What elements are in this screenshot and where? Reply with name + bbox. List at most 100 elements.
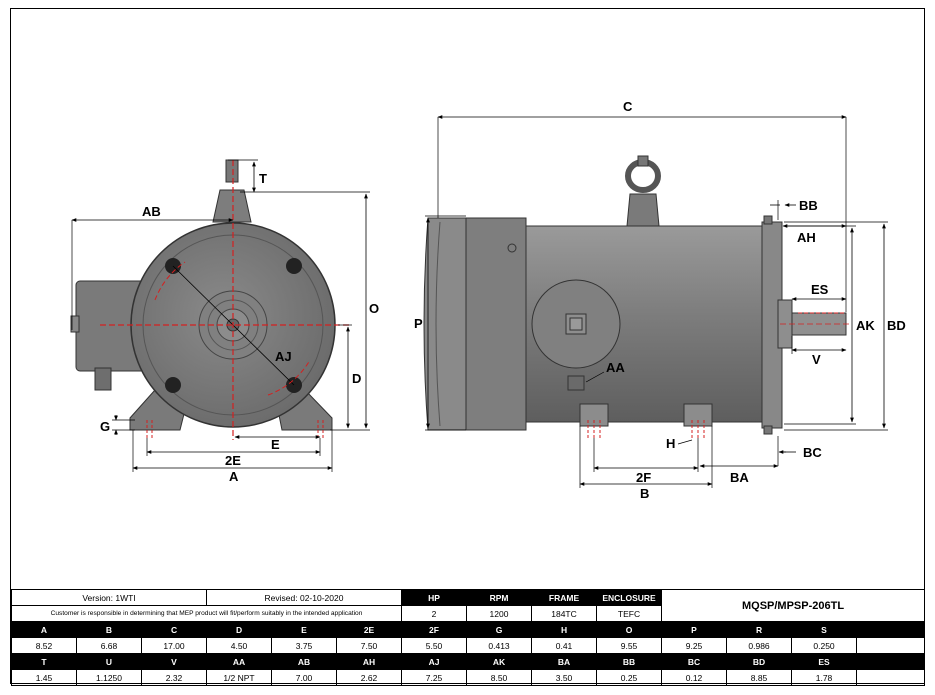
label-ES: ES	[811, 282, 829, 297]
dim-header: D	[206, 621, 273, 638]
label-AH: AH	[797, 230, 816, 245]
dim-header	[856, 621, 926, 638]
bolt-hole	[165, 377, 181, 393]
summary-value: 2	[401, 605, 468, 622]
dim-header: U	[76, 653, 142, 670]
dim-header: AH	[336, 653, 403, 670]
dim-value: 9.55	[596, 637, 663, 654]
label-2F: 2F	[636, 470, 651, 485]
model-number: MQSP/MPSP-206TL	[661, 589, 926, 622]
summary-header: HP	[401, 589, 468, 606]
dim-header: AK	[466, 653, 533, 670]
dim-header: AJ	[401, 653, 468, 670]
label-T: T	[259, 171, 267, 186]
dim-header: S	[791, 621, 858, 638]
dim-header: ES	[791, 653, 858, 670]
dim-header: BC	[661, 653, 728, 670]
dim-value: 7.50	[336, 637, 403, 654]
dim-header: T	[11, 653, 77, 670]
label-BA: BA	[730, 470, 749, 485]
motor-drawing: T AB O AJ D G E 2E A	[70, 99, 906, 501]
dim-value: 4.50	[206, 637, 273, 654]
dim-header: BA	[531, 653, 598, 670]
title-block: Version: 1WTI Revised: 02-10-2020 HP RPM…	[10, 589, 926, 686]
dims-value-row-1: 8.52 6.68 17.00 4.50 3.75 7.50 5.50 0.41…	[11, 637, 926, 654]
label-D: D	[352, 371, 361, 386]
dim-header: BB	[596, 653, 663, 670]
dim-value	[856, 669, 926, 686]
label-AJ: AJ	[275, 349, 292, 364]
dim-header: R	[726, 621, 793, 638]
label-B: B	[640, 486, 649, 501]
dim-value: 0.986	[726, 637, 793, 654]
dim-value: 9.25	[661, 637, 728, 654]
dim-header: P	[661, 621, 728, 638]
label-BC: BC	[803, 445, 822, 460]
dim-value: 6.68	[76, 637, 142, 654]
label-G: G	[100, 419, 110, 434]
dim-value: 0.12	[661, 669, 728, 686]
summary-value: 1200	[466, 605, 533, 622]
dim-header: O	[596, 621, 663, 638]
dim-value: 0.41	[531, 637, 598, 654]
dim-value: 0.413	[466, 637, 533, 654]
fan-cover	[423, 217, 467, 431]
dim-value: 3.75	[271, 637, 338, 654]
dim-header: AA	[206, 653, 273, 670]
dim-header: E	[271, 621, 338, 638]
conduit-fitting	[94, 367, 112, 391]
dims-header-row-1: A B C D E 2E 2F G H O P R S	[11, 621, 926, 638]
conduit-fitting-side	[567, 375, 585, 391]
version-cell: Version: 1WTI	[10, 589, 208, 606]
front-view: T AB O AJ D G E 2E A	[70, 159, 379, 484]
dim-value: 7.00	[271, 669, 338, 686]
dim-value: 8.52	[11, 637, 77, 654]
dim-header: AB	[271, 653, 338, 670]
dim-header: B	[76, 621, 142, 638]
dim-value: 0.250	[791, 637, 858, 654]
dims-header-row-2: T U V AA AB AH AJ AK BA BB BC BD ES	[11, 653, 926, 670]
bolt-hole	[286, 258, 302, 274]
dim-value: 1.45	[11, 669, 77, 686]
summary-value: 184TC	[531, 605, 598, 622]
dim-value: 3.50	[531, 669, 598, 686]
dim-value: 8.85	[726, 669, 793, 686]
label-O: O	[369, 301, 379, 316]
label-AK: AK	[856, 318, 875, 333]
dim-value: 5.50	[401, 637, 468, 654]
dim-value: 1/2 NPT	[206, 669, 273, 686]
label-P: P	[414, 316, 423, 331]
dim-header: G	[466, 621, 533, 638]
dim-header: BD	[726, 653, 793, 670]
dim-value	[856, 637, 926, 654]
label-2E: 2E	[225, 453, 241, 468]
label-H: H	[666, 436, 675, 451]
dim-header: H	[531, 621, 598, 638]
dim-header: A	[11, 621, 77, 638]
dim-value: 8.50	[466, 669, 533, 686]
dim-header: 2F	[401, 621, 468, 638]
dim-value: 2.62	[336, 669, 403, 686]
dim-value: 1.1250	[76, 669, 142, 686]
label-A: A	[229, 469, 239, 484]
summary-header: ENCLOSURE	[596, 589, 663, 606]
label-AB: AB	[142, 204, 161, 219]
dim-header: 2E	[336, 621, 403, 638]
dim-value: 7.25	[401, 669, 468, 686]
dim-value: 1.78	[791, 669, 858, 686]
label-BD: BD	[887, 318, 906, 333]
summary-header: RPM	[466, 589, 533, 606]
dim-value: 17.00	[140, 637, 208, 654]
revised-cell: Revised: 02-10-2020	[206, 589, 403, 606]
dim-header: V	[140, 653, 208, 670]
dim-header: C	[140, 621, 208, 638]
side-view: C BB AH ES P AK BD V AA H BC 2F BA B	[414, 99, 906, 501]
label-AA: AA	[606, 360, 625, 375]
summary-header: FRAME	[531, 589, 598, 606]
disclaimer: Customer is responsible in determining t…	[10, 605, 403, 622]
dim-header	[856, 653, 926, 670]
label-V: V	[812, 352, 821, 367]
label-BB: BB	[799, 198, 818, 213]
dims-value-row-2: 1.45 1.1250 2.32 1/2 NPT 7.00 2.62 7.25 …	[11, 669, 926, 686]
label-E: E	[271, 437, 280, 452]
